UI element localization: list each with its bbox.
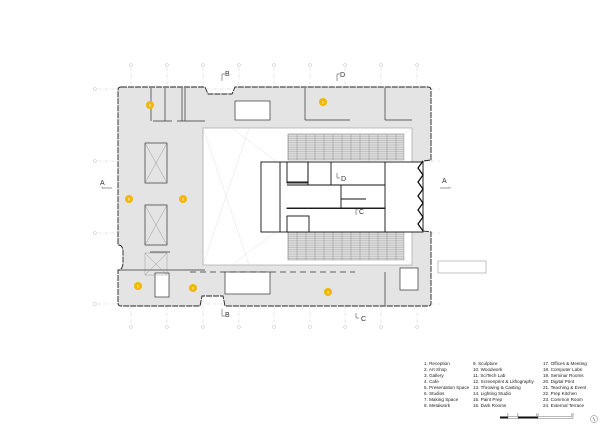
room-tag: 6 <box>319 98 327 106</box>
legend-item: 19. Seminar Rooms <box>543 373 584 378</box>
legend-item: 22. Prep Kitchen <box>543 391 577 396</box>
legend-item: 1. Reception <box>424 361 450 366</box>
north-arrow-icon <box>590 415 598 423</box>
legend-column: 17. Offices & Meeting 18. Computer Labs … <box>543 361 587 409</box>
scale-tick-label: 20 <box>571 414 574 417</box>
grid-bubbles <box>93 63 419 329</box>
legend-item: 5. Presentation Space <box>424 385 470 390</box>
svg-text:6: 6 <box>182 197 184 201</box>
section-a-right: A <box>442 178 447 185</box>
section-d-top: D <box>340 72 345 79</box>
legend-item: 6. Studios <box>424 391 445 396</box>
central-block <box>260 161 424 233</box>
legend-item: 12. Screenprint & Lithography <box>473 379 534 384</box>
legend-item: 18. Computer Labs <box>543 367 583 372</box>
legend-item: 2. Art Shop <box>424 367 447 372</box>
legend-item: 11. SciTech Lab <box>473 373 506 378</box>
room-tag: 6 <box>179 195 187 203</box>
stair-cores <box>144 142 168 276</box>
legend-item: 20. Digital Print <box>543 379 575 384</box>
legend-item: 23. Common Room <box>543 397 583 402</box>
svg-text:6: 6 <box>137 284 139 288</box>
room-tags: 6 6 6 6 6 6 6 <box>125 98 332 296</box>
section-b-bottom: B <box>225 312 230 319</box>
stair-grid-south <box>287 231 405 261</box>
svg-text:6: 6 <box>327 290 329 294</box>
room-tag: 6 <box>324 288 332 296</box>
annex <box>437 260 487 274</box>
legend-item: 8. Metalwork <box>424 403 451 408</box>
legend-column: 1. Reception 2. Art Shop 3. Gallery 4. C… <box>424 361 469 409</box>
scale-bar: 0 5 10 20 <box>500 414 574 419</box>
legend-item: 15. Paint Prep <box>473 397 503 402</box>
room-tag: 6 <box>189 284 197 292</box>
legend-item: 10. Woodwork <box>473 367 503 372</box>
legend-item: 7. Making Space <box>424 397 459 402</box>
svg-text:6: 6 <box>192 286 194 290</box>
legend-item: 9. Sculpture <box>473 361 498 366</box>
section-c-inner: C <box>359 209 364 216</box>
svg-text:6: 6 <box>322 100 324 104</box>
section-d-inner: D <box>341 176 346 183</box>
legend-item: 3. Gallery <box>424 373 444 378</box>
legend-item: 17. Offices & Meeting <box>543 361 587 366</box>
legend-item: 4. Cafe <box>424 379 439 384</box>
section-c-bottom: C <box>361 316 366 323</box>
scale-tick-label: 0 <box>507 414 509 417</box>
building-footprint <box>117 86 432 307</box>
legend-item: 14. Lighting Studio <box>473 391 512 396</box>
interior-walls <box>118 88 419 305</box>
room-tag: 6 <box>125 195 133 203</box>
section-a-left: A <box>100 180 105 187</box>
section-b-top: B <box>225 71 230 78</box>
legend-item: 24. External Terrace <box>543 403 585 408</box>
svg-text:6: 6 <box>128 197 130 201</box>
room-tag: 6 <box>134 282 142 290</box>
scale-tick-label: 5 <box>517 414 519 417</box>
legend-item: 16. Dark Rooms <box>473 403 507 408</box>
room-tag: 6 <box>146 101 154 109</box>
scale-tick-label: 10 <box>536 414 539 417</box>
legend-item: 21. Teaching & Event <box>543 385 587 390</box>
legend-column: 9. Sculpture 10. Woodwork 11. SciTech La… <box>473 361 534 409</box>
svg-text:6: 6 <box>149 103 151 107</box>
section-markers <box>101 73 451 319</box>
legend-item: 13. Throwing & Casting <box>473 385 521 390</box>
zigzag-facade <box>417 160 424 232</box>
